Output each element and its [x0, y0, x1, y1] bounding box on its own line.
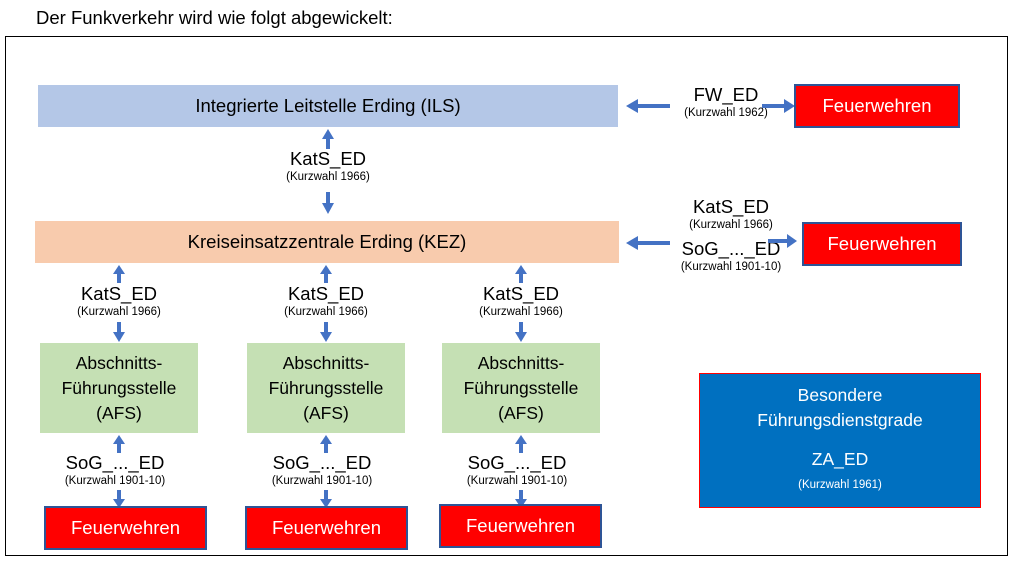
node-ils[interactable]: Integrierte Leitstelle Erding (ILS) — [38, 85, 618, 127]
label-afs-fire-3: SoG_..._ED (Kurzwahl 1901-10) — [451, 452, 583, 488]
arrow-kez-afs-up-1 — [111, 265, 127, 283]
arrow-afs-fire-up-1 — [111, 435, 127, 453]
node-fire-kez-label: Feuerwehren — [827, 233, 937, 254]
arrow-kez-left — [624, 234, 672, 252]
label-afs-fire-1-kurzwahl: (Kurzwahl 1901-10) — [64, 475, 166, 487]
node-afs-1-line3: (AFS) — [96, 402, 142, 423]
node-fire-ils-label: Feuerwehren — [822, 95, 932, 116]
node-fire-ils[interactable]: Feuerwehren — [794, 84, 960, 128]
node-fire-bottom-1-label: Feuerwehren — [70, 517, 180, 538]
label-kez-afs-3-kurzwahl: (Kurzwahl 1966) — [479, 306, 563, 318]
node-special-command[interactable]: Besondere Führungsdienstgrade ZA_ED (Kur… — [699, 373, 981, 508]
node-fire-bottom-2[interactable]: Feuerwehren — [245, 506, 408, 550]
node-fire-kez[interactable]: Feuerwehren — [802, 222, 962, 266]
node-kez[interactable]: Kreiseinsatzzentrale Erding (KEZ) — [35, 221, 619, 263]
node-special-code: ZA_ED — [811, 449, 869, 469]
arrow-afs-fire-down-1 — [111, 490, 127, 508]
label-afs-fire-1-code: SoG_..._ED — [65, 452, 165, 473]
node-afs-1-line1: Abschnitts- — [75, 352, 163, 373]
arrow-kez-right — [768, 232, 798, 250]
node-afs-1-line2: Führungsstelle — [61, 377, 177, 398]
node-afs-3-line3: (AFS) — [498, 402, 544, 423]
node-afs-3-line2: Führungsstelle — [463, 377, 579, 398]
node-ils-label: Integrierte Leitstelle Erding (ILS) — [195, 95, 461, 116]
arrow-ils-kez-down — [320, 192, 336, 214]
node-afs-2[interactable]: Abschnitts- Führungsstelle (AFS) — [247, 343, 405, 433]
arrow-ils-left — [624, 97, 672, 115]
arrow-ils-kez-up — [320, 129, 336, 149]
label-kez-fire-bottom-code: SoG_..._ED — [681, 238, 781, 259]
node-fire-bottom-1[interactable]: Feuerwehren — [44, 506, 207, 550]
node-special-line2: Führungsdienstgrade — [757, 410, 923, 430]
label-afs-fire-3-kurzwahl: (Kurzwahl 1901-10) — [466, 475, 568, 487]
arrow-afs-fire-up-2 — [318, 435, 334, 453]
arrow-kez-afs-down-3 — [513, 322, 529, 342]
label-kez-afs-1-code: KatS_ED — [80, 283, 158, 304]
label-afs-fire-1: SoG_..._ED (Kurzwahl 1901-10) — [49, 452, 181, 488]
node-afs-3-line1: Abschnitts- — [477, 352, 565, 373]
arrow-kez-afs-down-1 — [111, 322, 127, 342]
arrow-afs-fire-down-2 — [318, 490, 334, 508]
label-kez-afs-1-kurzwahl: (Kurzwahl 1966) — [77, 306, 161, 318]
arrow-afs-fire-up-3 — [513, 435, 529, 453]
node-fire-bottom-3[interactable]: Feuerwehren — [439, 504, 602, 548]
arrow-kez-afs-up-3 — [513, 265, 529, 283]
arrow-kez-afs-down-2 — [318, 322, 334, 342]
label-afs-fire-3-code: SoG_..._ED — [467, 452, 567, 473]
node-afs-1[interactable]: Abschnitts- Führungsstelle (AFS) — [40, 343, 198, 433]
label-ils-fire-kurzwahl: (Kurzwahl 1962) — [684, 107, 768, 119]
page-title: Der Funkverkehr wird wie folgt abgewicke… — [36, 7, 393, 28]
label-kez-afs-2-code: KatS_ED — [287, 283, 365, 304]
label-kez-afs-3-code: KatS_ED — [482, 283, 560, 304]
node-kez-label: Kreiseinsatzzentrale Erding (KEZ) — [187, 231, 467, 252]
node-afs-2-line2: Führungsstelle — [268, 377, 384, 398]
arrow-kez-afs-up-2 — [318, 265, 334, 283]
label-kez-fire-top-code: KatS_ED — [692, 196, 770, 217]
label-kez-afs-2-kurzwahl: (Kurzwahl 1966) — [284, 306, 368, 318]
label-afs-fire-2-kurzwahl: (Kurzwahl 1901-10) — [271, 475, 373, 487]
label-kez-afs-3: KatS_ED (Kurzwahl 1966) — [467, 283, 575, 319]
node-fire-bottom-2-label: Feuerwehren — [271, 517, 381, 538]
arrow-afs-fire-down-3 — [513, 490, 529, 508]
label-kez-fire-top-kurzwahl: (Kurzwahl 1966) — [689, 219, 773, 231]
label-ils-kez-kurzwahl: (Kurzwahl 1966) — [286, 171, 370, 183]
node-special-kurzwahl: (Kurzwahl 1961) — [798, 479, 882, 491]
label-kez-fire-top: KatS_ED (Kurzwahl 1966) — [666, 196, 796, 232]
label-afs-fire-2-code: SoG_..._ED — [272, 452, 372, 473]
label-ils-fire-code: FW_ED — [693, 84, 759, 105]
node-fire-bottom-3-label: Feuerwehren — [465, 515, 575, 536]
label-afs-fire-2: SoG_..._ED (Kurzwahl 1901-10) — [256, 452, 388, 488]
node-special-line1: Besondere — [797, 385, 883, 405]
node-afs-3[interactable]: Abschnitts- Führungsstelle (AFS) — [442, 343, 600, 433]
label-kez-afs-1: KatS_ED (Kurzwahl 1966) — [65, 283, 173, 319]
label-kez-fire-bottom-kurzwahl: (Kurzwahl 1901-10) — [680, 261, 782, 273]
label-ils-kez: KatS_ED (Kurzwahl 1966) — [274, 148, 382, 184]
arrow-ils-right — [762, 97, 796, 115]
label-kez-fire-bottom: SoG_..._ED (Kurzwahl 1901-10) — [656, 238, 806, 274]
label-ils-fire: FW_ED (Kurzwahl 1962) — [672, 84, 780, 120]
node-afs-2-line3: (AFS) — [303, 402, 349, 423]
label-kez-afs-2: KatS_ED (Kurzwahl 1966) — [272, 283, 380, 319]
label-ils-kez-code: KatS_ED — [289, 148, 367, 169]
node-afs-2-line1: Abschnitts- — [282, 352, 370, 373]
